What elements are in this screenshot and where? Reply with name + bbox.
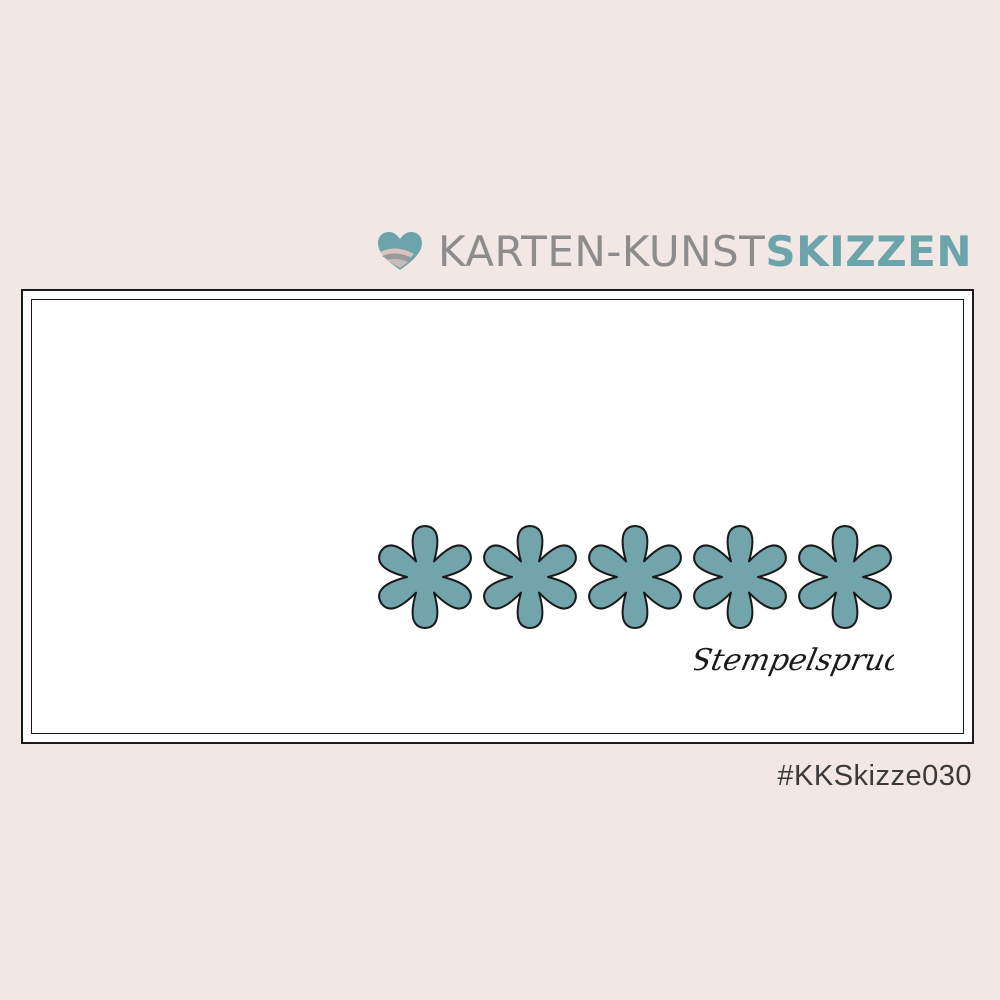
- flower-icon: [798, 525, 892, 629]
- brand-title: KARTEN-KUNSTSKIZZEN: [438, 231, 972, 273]
- brand-header: KARTEN-KUNSTSKIZZEN: [376, 222, 972, 282]
- brand-title-light: KARTEN-KUNST: [438, 227, 766, 276]
- flower-icon: [693, 525, 787, 629]
- flower-icon: [378, 525, 472, 629]
- sentiment-stamp: Stempelspruch: [694, 643, 894, 678]
- flower-row: [372, 522, 900, 632]
- card-sketch: [21, 289, 974, 744]
- flower-icon: [588, 525, 682, 629]
- brand-title-bold: SKIZZEN: [765, 227, 972, 276]
- sentiment-text: Stempelspruch: [694, 643, 894, 678]
- hashtag-label: #KKSkizze030: [777, 760, 972, 792]
- heart-logo-icon: [378, 232, 422, 270]
- card-panel: [31, 299, 964, 734]
- flower-icon: [483, 525, 577, 629]
